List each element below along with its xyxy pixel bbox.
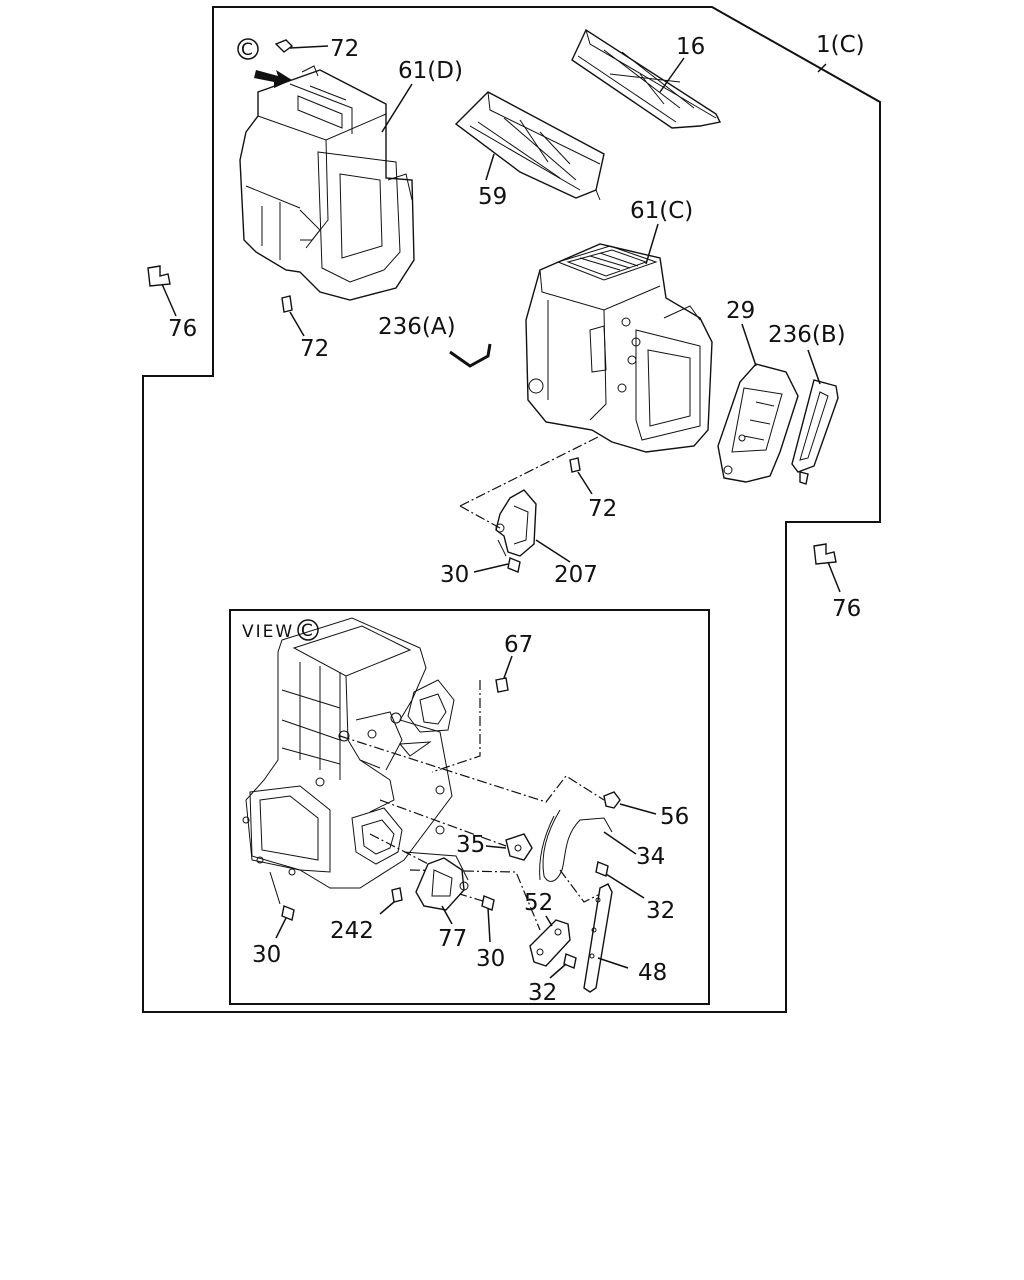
callout-30-b: 30 xyxy=(252,942,281,968)
heater-case-61c xyxy=(525,243,713,453)
callout-52: 52 xyxy=(524,890,553,916)
callout-77: 77 xyxy=(438,926,467,952)
cable-34 xyxy=(539,809,637,882)
view-c-marker-circle xyxy=(237,38,259,60)
callout-76-left: 76 xyxy=(168,316,197,342)
callout-236a: 236(A) xyxy=(378,314,456,340)
view-c-title: VIEW xyxy=(242,622,294,642)
bracket-76-left xyxy=(147,265,177,317)
screw-30-b xyxy=(269,871,295,939)
actuator-207 xyxy=(459,435,601,557)
view-c-title-circle xyxy=(297,619,319,641)
callout-61d: 61(D) xyxy=(398,58,463,84)
view-c-inset-frame xyxy=(229,609,710,1005)
assembly-label: 1(C) xyxy=(816,32,865,58)
lever-48 xyxy=(583,883,629,993)
clip-72-top xyxy=(274,39,329,53)
callout-32-b: 32 xyxy=(528,980,557,1006)
callout-72-top: 72 xyxy=(330,36,359,62)
clip-72-mid xyxy=(281,295,305,337)
nut-56 xyxy=(603,791,657,815)
callout-72-mid: 72 xyxy=(300,336,329,362)
screw-32-a xyxy=(595,861,645,899)
link-35 xyxy=(485,833,533,861)
bracket-76-right xyxy=(813,543,841,593)
clip-67 xyxy=(495,655,513,693)
callout-16: 16 xyxy=(676,34,705,60)
filter-59 xyxy=(454,91,605,201)
callout-61c: 61(C) xyxy=(630,198,693,224)
assembly-boundary xyxy=(142,6,881,1013)
filter-16 xyxy=(571,28,722,129)
heater-case-view-c xyxy=(242,617,469,889)
view-c-marker-text: C xyxy=(241,40,255,60)
actuator-29 xyxy=(717,363,799,483)
screw-30-top xyxy=(473,539,521,573)
callout-76-right: 76 xyxy=(832,596,861,622)
seal-236b xyxy=(791,379,839,485)
screw-30-a xyxy=(481,895,495,943)
callout-48: 48 xyxy=(638,960,667,986)
callout-56: 56 xyxy=(660,804,689,830)
callout-236b: 236(B) xyxy=(768,322,846,348)
callout-34: 34 xyxy=(636,844,665,870)
callout-59: 59 xyxy=(478,184,507,210)
direction-arrow xyxy=(254,70,292,88)
callout-30-top: 30 xyxy=(440,562,469,588)
callout-207: 207 xyxy=(554,562,598,588)
view-c-title-marker: C xyxy=(301,621,315,641)
callout-30-a: 30 xyxy=(476,946,505,972)
callout-242: 242 xyxy=(330,918,374,944)
screw-32-b xyxy=(549,953,577,979)
callout-32-a: 32 xyxy=(646,898,675,924)
callout-29: 29 xyxy=(726,298,755,324)
clip-72-low xyxy=(569,457,593,495)
bracket-77 xyxy=(415,857,469,925)
heater-case-61d xyxy=(239,65,415,301)
view-c-leaders xyxy=(339,680,605,931)
callout-67: 67 xyxy=(504,632,533,658)
clip-242 xyxy=(379,887,403,915)
seal-236a xyxy=(449,343,492,368)
bracket-52 xyxy=(529,915,571,967)
callout-72-low: 72 xyxy=(588,496,617,522)
callout-35: 35 xyxy=(456,832,485,858)
